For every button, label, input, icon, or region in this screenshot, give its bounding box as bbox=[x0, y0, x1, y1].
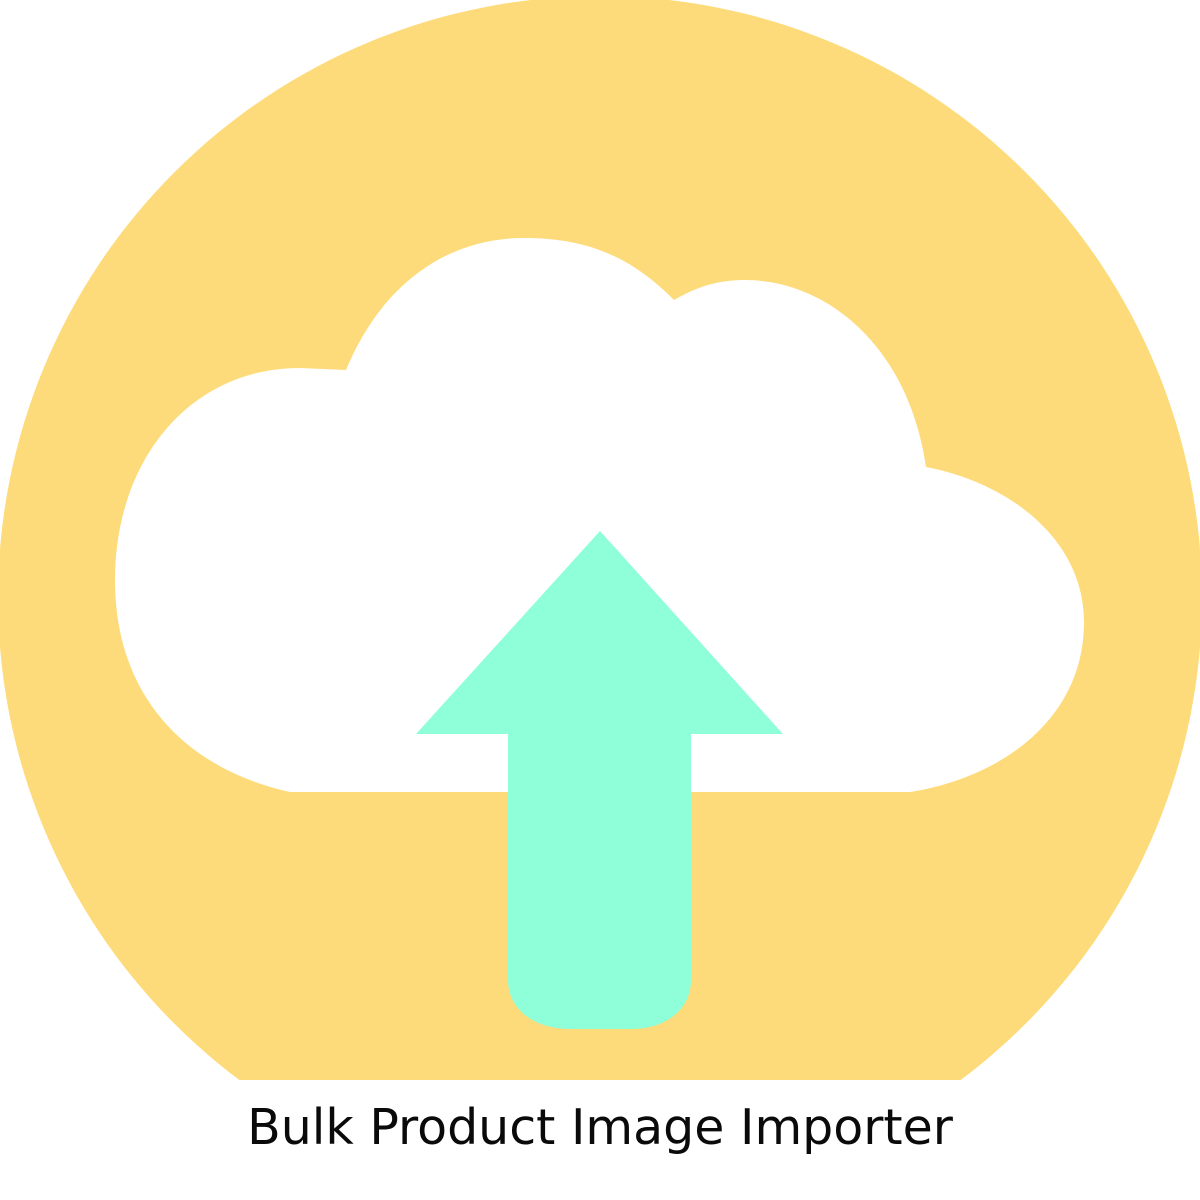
up-arrow-shape bbox=[416, 531, 783, 1029]
up-arrow-icon bbox=[416, 531, 783, 1029]
cloud-shape bbox=[115, 238, 1084, 792]
cloud-icon bbox=[115, 238, 1084, 792]
app-name-caption: Bulk Product Image Importer bbox=[247, 1099, 953, 1156]
